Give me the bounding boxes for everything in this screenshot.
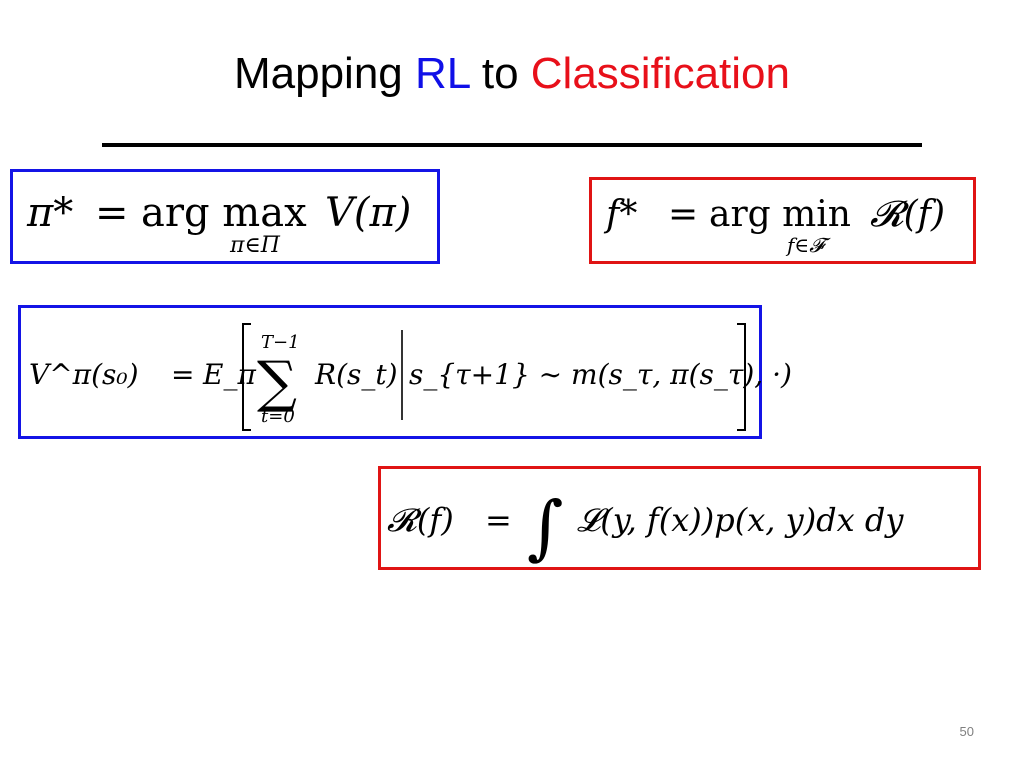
classifier-lhs: f* [603,194,637,235]
value-lhs: V^π(s₀) [29,358,139,391]
policy-subscript: π∈Π [229,233,281,258]
optimal-classifier-equation: f* = arg min f∈𝓕 𝓡(f) [592,180,973,261]
classifier-equals: = [668,194,698,235]
title-part-classification: Classification [530,49,790,98]
risk-lhs: 𝓡(f) [387,501,454,539]
transition-condition: s_{τ+1} ∼ m(s_τ, π(s_τ), ·) [409,358,792,391]
sum-upper-limit: T−1 [261,332,300,353]
policy-equals: = [95,190,129,236]
optimal-policy-equation-box: π* = arg max π∈Π V(π) [10,169,440,264]
value-expectation: E_π [202,358,256,391]
page-number: 50 [959,724,974,739]
sum-icon: ∑ [257,350,297,415]
summand: R(s_t) [314,358,398,391]
risk-integrand: 𝓛(y, f(x))p(x, y)dx dy [577,501,904,539]
title-part-to: to [469,49,531,98]
value-function-equation-box: V^π(s₀) = E_π T−1 ∑ t=0 R(s_t) s_{τ+1} ∼… [18,305,792,439]
left-bracket [242,323,251,431]
risk-equals: = [485,501,512,539]
integral-icon: ∫ [527,486,563,568]
value-function-equation: V^π(s₀) = E_π T−1 ∑ t=0 R(s_t) s_{τ+1} ∼… [21,308,792,436]
right-bracket [737,323,746,431]
policy-lhs: π* [26,190,73,236]
sum-lower-limit: t=0 [261,406,295,427]
value-equals: = [171,358,194,391]
optimal-classifier-equation-box: f* = arg min f∈𝓕 𝓡(f) [589,177,976,264]
title-part-mapping: Mapping [233,49,415,98]
classifier-subscript: f∈𝓕 [785,233,831,257]
optimal-policy-equation: π* = arg max π∈Π V(π) [13,172,437,261]
policy-rhs: V(π) [325,190,411,236]
risk-equation: 𝓡(f) = ∫ 𝓛(y, f(x))p(x, y)dx dy [381,469,978,568]
classifier-rhs: 𝓡(f) [870,194,945,235]
policy-argmax: arg max [141,190,307,236]
slide-title: Mapping RL to Classification [0,44,1024,104]
title-underline [102,143,922,147]
title-part-rl: RL [415,49,470,98]
risk-equation-box: 𝓡(f) = ∫ 𝓛(y, f(x))p(x, y)dx dy [378,466,981,570]
classifier-argmin: arg min [709,194,851,235]
